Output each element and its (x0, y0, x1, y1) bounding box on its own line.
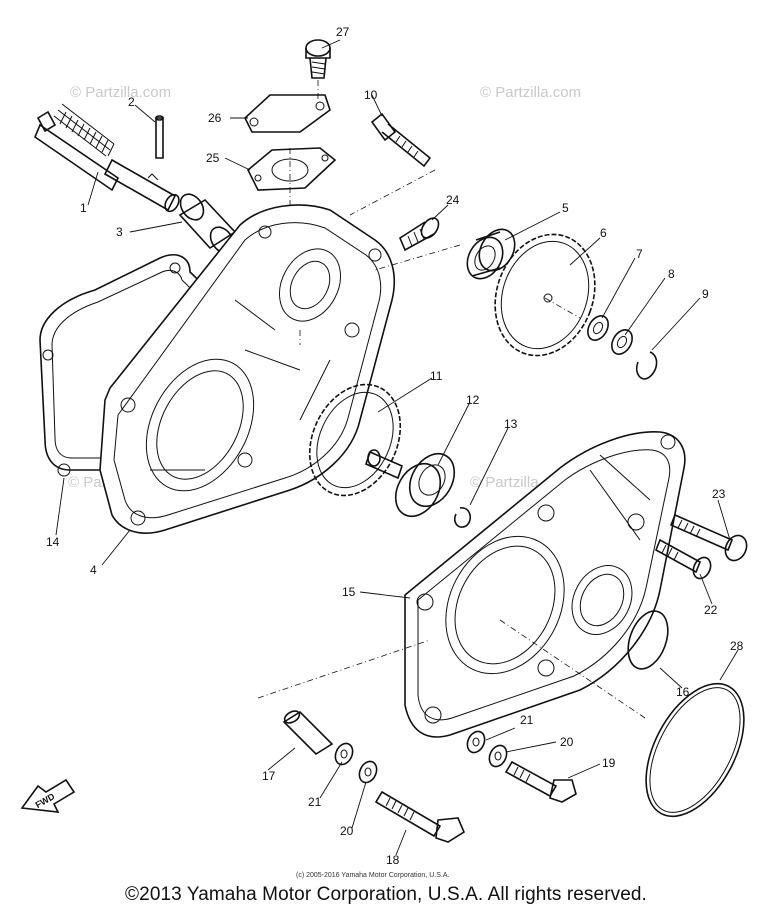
watermark: © Partzilla.com (70, 84, 171, 101)
callout-1: 1 (80, 201, 87, 215)
fwd-arrow-icon: FWD (20, 778, 76, 813)
bolt (669, 513, 748, 562)
callout-7: 7 (636, 247, 643, 261)
callout-15: 15 (342, 585, 356, 599)
washer (611, 329, 633, 355)
callout-26: 26 (208, 111, 222, 125)
screw (305, 39, 331, 79)
callout-10: 10 (364, 88, 378, 102)
watermark: © Partzilla.com (480, 84, 581, 101)
gear (494, 233, 596, 357)
crankcase-cover (99, 204, 396, 534)
callout-21: 21 (520, 713, 534, 727)
callout-12: 12 (466, 393, 480, 407)
washer (334, 742, 354, 766)
washer (587, 315, 609, 341)
callout-24: 24 (446, 193, 460, 207)
callout-28: 28 (730, 639, 744, 653)
o-ring (645, 682, 745, 818)
washer (488, 744, 508, 768)
copyright-footer: ©2013 Yamaha Motor Corporation, U.S.A. A… (125, 884, 647, 905)
dowel-pin (282, 710, 334, 756)
callout-numbers: 27 2 26 10 25 1 24 5 3 6 7 8 9 11 12 13 … (46, 25, 744, 867)
circlip (453, 507, 472, 528)
washer (358, 760, 378, 784)
callout-5: 5 (562, 201, 569, 215)
callout-27: 27 (336, 25, 350, 39)
bolt (504, 760, 577, 803)
callout-14: 14 (46, 535, 60, 549)
bolt (654, 538, 712, 580)
callout-13: 13 (504, 417, 518, 431)
circlip (627, 610, 669, 670)
centerlines (257, 80, 646, 719)
callout-9: 9 (702, 287, 709, 301)
gear-shaft (308, 383, 403, 497)
small-copyright: (c) 2005-2016 Yamaha Motor Corporation, … (296, 872, 449, 879)
circlip (635, 351, 658, 380)
pin (155, 115, 164, 159)
callout-22: 22 (704, 603, 718, 617)
callout-4: 4 (90, 563, 97, 577)
callout-11: 11 (430, 369, 443, 383)
outer-cover (404, 431, 686, 738)
leader-lines (55, 39, 739, 856)
worm-shaft (34, 103, 180, 213)
callout-3: 3 (116, 225, 123, 239)
bearing (466, 228, 516, 280)
callout-8: 8 (668, 267, 675, 281)
callout-21: 21 (308, 795, 322, 809)
callout-23: 23 (712, 487, 726, 501)
bolt (399, 217, 440, 252)
callout-25: 25 (206, 151, 220, 165)
callout-16: 16 (676, 685, 690, 699)
callout-6: 6 (600, 226, 607, 240)
fwd-label: FWD (34, 791, 57, 810)
callout-2: 2 (128, 95, 135, 109)
callout-18: 18 (386, 853, 400, 867)
callout-20: 20 (340, 824, 354, 838)
cover-plate (244, 94, 331, 133)
bolt (374, 790, 466, 843)
callout-17: 17 (262, 769, 276, 783)
gasket (247, 147, 337, 191)
bolt (370, 112, 432, 168)
callout-19: 19 (602, 756, 616, 770)
washer (466, 730, 486, 754)
bearing (394, 452, 456, 518)
callout-20: 20 (560, 735, 574, 749)
